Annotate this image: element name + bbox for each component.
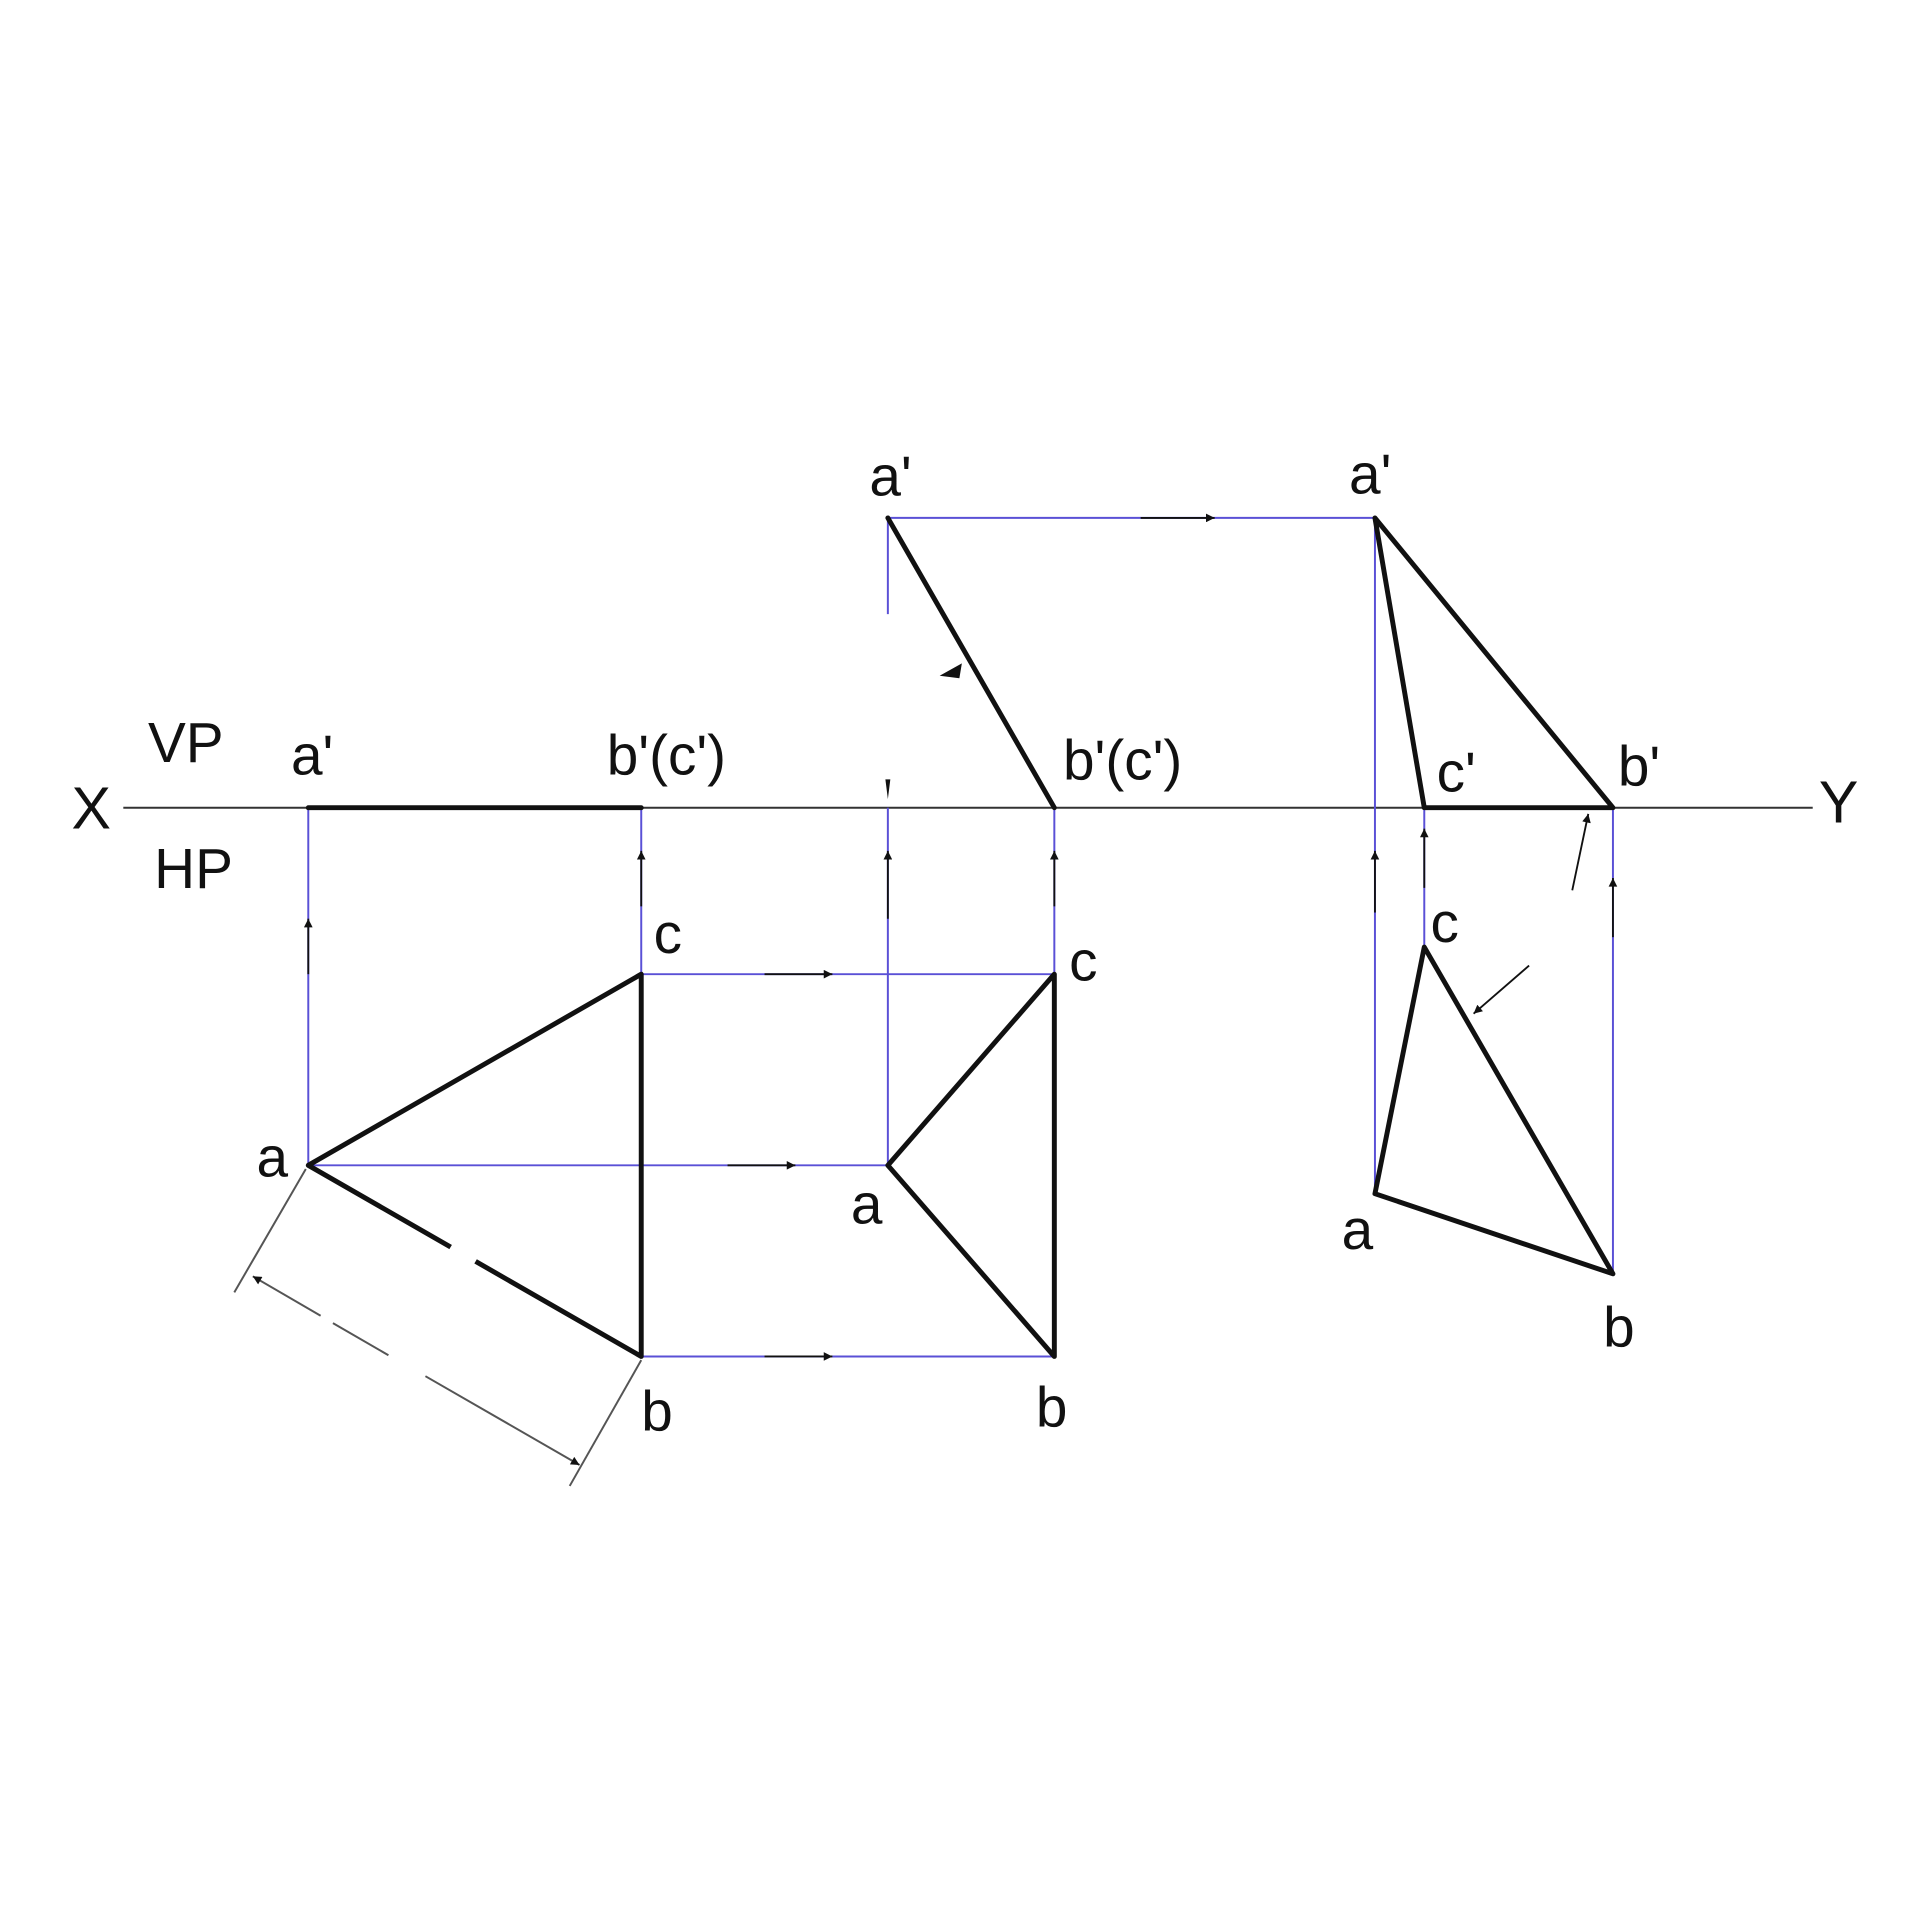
top-view-triangle	[1372, 944, 1616, 1277]
top-view-triangle	[885, 971, 1057, 1359]
projector-arrows	[303, 513, 1618, 1361]
front-view-triangle	[1372, 515, 1616, 811]
label-b-prime: b'	[1618, 736, 1660, 799]
vp-label: VP	[148, 712, 224, 775]
label-c-prime: c'	[1437, 742, 1476, 805]
label-a-prime: a'	[291, 724, 333, 787]
front-view-edge	[885, 515, 1057, 811]
label-bc-prime: b'(c')	[607, 724, 726, 787]
hp-label: HP	[154, 838, 233, 901]
label-a: a	[851, 1173, 883, 1236]
y-label: Y	[1819, 769, 1858, 836]
label-a: a	[1342, 1199, 1374, 1262]
label-c: c	[1069, 930, 1097, 993]
label-b: b	[641, 1380, 673, 1443]
label-a-prime: a'	[869, 446, 911, 509]
x-label: X	[72, 775, 111, 842]
label-a: a	[256, 1126, 288, 1189]
label-a-prime: a'	[1349, 443, 1391, 506]
view-1: a' b'(c') c a b	[233, 724, 726, 1487]
label-b: b	[1036, 1377, 1068, 1440]
view-2: a' b'(c') c a b	[851, 446, 1182, 1440]
true-length-dimension	[233, 1168, 643, 1487]
label-b: b	[1603, 1297, 1635, 1360]
label-c: c	[1430, 892, 1458, 955]
label-c: c	[654, 903, 682, 966]
label-bc-prime: b'(c')	[1063, 729, 1182, 792]
view-3: a' c' b' c a b	[1342, 443, 1661, 1359]
